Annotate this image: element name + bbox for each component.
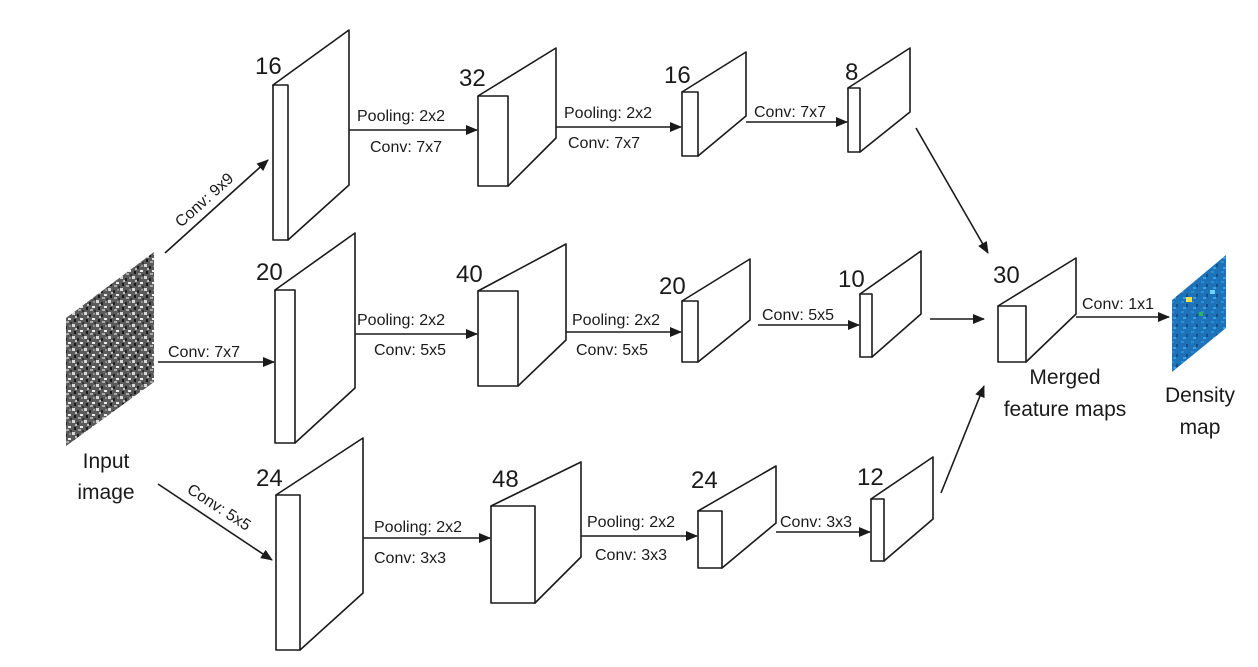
middle-block-1-count: 20 <box>256 259 283 286</box>
top-block-2 <box>477 47 557 187</box>
top-block-3-count: 16 <box>664 62 691 89</box>
middle-block-2-count: 40 <box>456 261 483 288</box>
top-edge-3-label-2: Conv: 7x7 <box>568 135 640 152</box>
top-edge-1-arrow <box>164 159 269 254</box>
merged-block <box>997 257 1077 363</box>
top-block-1 <box>272 29 350 241</box>
density-map-image <box>1172 255 1226 372</box>
output-caption-line2: map <box>1180 416 1221 439</box>
bottom-block-2-count: 48 <box>492 466 519 493</box>
middle-edge-2-label-2: Conv: 5x5 <box>374 342 446 359</box>
bottom-block-3 <box>697 465 777 569</box>
bottom-to-merged-arrow <box>940 385 985 494</box>
input-caption-line1: Input <box>83 450 130 473</box>
merged-caption-line2: feature maps <box>1004 398 1127 421</box>
merged-caption-line1: Merged <box>1029 366 1100 389</box>
top-block-4 <box>847 47 911 153</box>
top-to-merged-arrow <box>915 127 989 254</box>
output-edge-label: Conv: 1x1 <box>1082 296 1154 313</box>
middle-edge-2-label-1: Pooling: 2x2 <box>357 312 445 329</box>
output-caption-line1: Density <box>1165 384 1236 407</box>
top-block-3 <box>681 51 747 157</box>
input-caption-line2: image <box>77 481 134 504</box>
bottom-edge-1-arrow <box>157 483 273 561</box>
middle-block-3 <box>681 258 751 363</box>
middle-edge-4-label: Conv: 5x5 <box>762 307 834 324</box>
bottom-edge-4-label: Conv: 3x3 <box>780 514 852 531</box>
bottom-edge-2-label-1: Pooling: 2x2 <box>374 519 462 536</box>
bottom-block-1-count: 24 <box>256 465 283 492</box>
bottom-block-3-count: 24 <box>691 467 718 494</box>
bottom-edge-2-label-2: Conv: 3x3 <box>374 550 446 567</box>
bottom-block-1 <box>275 437 364 651</box>
middle-block-4 <box>859 250 922 358</box>
bottom-edge-3-label-2: Conv: 3x3 <box>595 547 667 564</box>
middle-block-3-count: 20 <box>659 273 686 300</box>
middle-block-1 <box>274 232 356 444</box>
top-edge-3-label-1: Pooling: 2x2 <box>564 105 652 122</box>
bottom-edge-3-label-1: Pooling: 2x2 <box>587 514 675 531</box>
middle-edge-3-label-1: Pooling: 2x2 <box>572 312 660 329</box>
middle-block-4-count: 10 <box>838 266 865 293</box>
bottom-block-2 <box>490 461 582 604</box>
top-block-2-count: 32 <box>459 65 486 92</box>
middle-block-2 <box>477 243 567 387</box>
middle-edge-3-label-2: Conv: 5x5 <box>576 342 648 359</box>
top-block-1-count: 16 <box>255 53 282 80</box>
input-image <box>66 252 154 446</box>
top-block-4-count: 8 <box>845 59 858 86</box>
top-edge-1-label: Conv: 9x9 <box>172 170 237 231</box>
top-edge-2-label-1: Pooling: 2x2 <box>357 108 445 125</box>
middle-edge-1-label: Conv: 7x7 <box>168 344 240 361</box>
top-edge-4-label: Conv: 7x7 <box>754 104 826 121</box>
merged-count: 30 <box>993 262 1020 289</box>
bottom-block-4-count: 12 <box>857 464 884 491</box>
top-edge-2-label-2: Conv: 7x7 <box>370 139 442 156</box>
bottom-block-4 <box>870 456 934 562</box>
